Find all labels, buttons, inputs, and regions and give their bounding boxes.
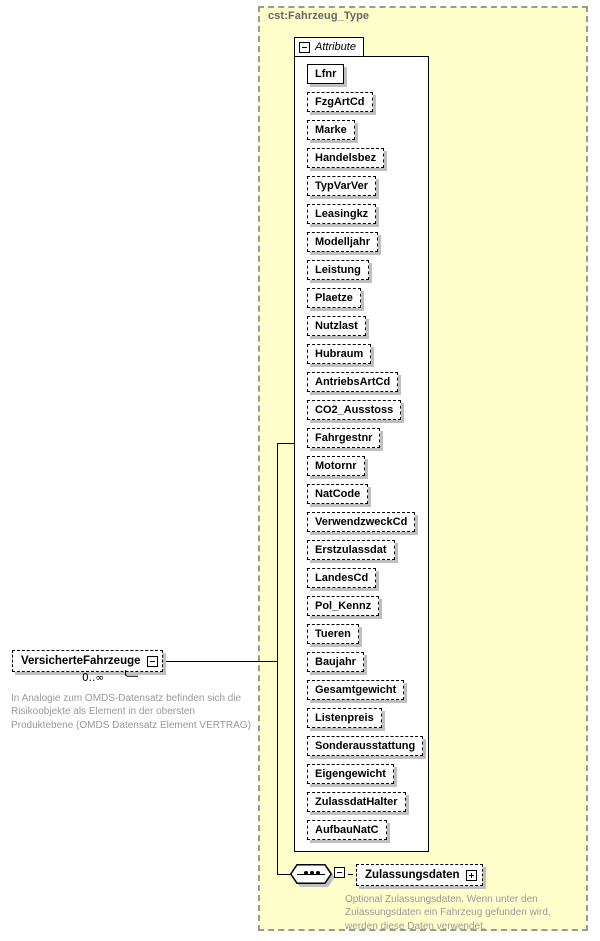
attribute-modelljahr[interactable]: Modelljahr (307, 232, 379, 252)
connector-sequence-to-element (348, 874, 353, 875)
attribute-label: AufbauNatC (315, 824, 379, 836)
attribute-label: Gesamtgewicht (315, 684, 397, 696)
attribute-plaetze[interactable]: Plaetze (307, 288, 361, 308)
connector-trunk-join (277, 661, 278, 662)
attribute-zulassdathalter[interactable]: ZulassdatHalter (307, 792, 406, 812)
attribute-label: Marke (315, 124, 347, 136)
attribute-label: Modelljahr (315, 236, 371, 248)
attribute-label: Sonderausstattung (315, 740, 416, 752)
sequence-icon-dot (316, 871, 320, 875)
attribute-label: Hubraum (315, 348, 364, 360)
attribute-listenpreis[interactable]: Listenpreis (307, 708, 382, 728)
attribute-tueren[interactable]: Tueren (307, 624, 359, 644)
attribute-fahrgestnr[interactable]: Fahrgestnr (307, 428, 381, 448)
attribute-label: CO2_Ausstoss (315, 404, 394, 416)
attribute-erstzulassdat[interactable]: Erstzulassdat (307, 540, 395, 560)
cardinality-bracket-icon (125, 670, 138, 677)
minus-box-icon[interactable] (146, 655, 158, 667)
attribute-motornr[interactable]: Motornr (307, 456, 365, 476)
attribute-gesamtgewicht[interactable]: Gesamtgewicht (307, 680, 405, 700)
attribute-pol_kennz[interactable]: Pol_Kennz (307, 596, 380, 616)
attribute-label: AntriebsArtCd (315, 376, 391, 388)
attribute-label: Plaetze (315, 292, 353, 304)
attribute-label: Fahrgestnr (315, 432, 373, 444)
attribute-hubraum[interactable]: Hubraum (307, 344, 372, 364)
attribute-verwendzweckcd[interactable]: VerwendzweckCd (307, 512, 416, 532)
attribute-co2_ausstoss[interactable]: CO2_Ausstoss (307, 400, 402, 420)
connector-branch-sequence (277, 874, 293, 875)
element-versicherte-fahrzeuge-annotation: In Analogie zum OMDS-Datensatz befinden … (11, 693, 251, 731)
attribute-label: FzgArtCd (315, 96, 365, 108)
attribute-antriebsartcd[interactable]: AntriebsArtCd (307, 372, 399, 392)
attribute-label: Pol_Kennz (315, 600, 372, 612)
attribute-label: Motornr (315, 460, 357, 472)
attribute-sonderausstattung[interactable]: Sonderausstattung (307, 736, 424, 756)
attribute-label: Listenpreis (315, 712, 374, 724)
attribute-label: Eigengewicht (315, 768, 386, 780)
attribute-marke[interactable]: Marke (307, 120, 355, 140)
element-versicherte-fahrzeuge-label: VersicherteFahrzeuge (21, 655, 141, 667)
attribute-leistung[interactable]: Leistung (307, 260, 369, 280)
attribute-landescd[interactable]: LandesCd (307, 568, 377, 588)
sequence-icon-dot (310, 871, 314, 875)
attribute-label: Baujahr (315, 656, 356, 668)
plus-box-icon[interactable] (465, 869, 477, 881)
sequence-icon-outline (290, 864, 332, 884)
complex-type-title: cst:Fahrzeug_Type (268, 10, 370, 22)
attribute-label: Lfnr (315, 68, 337, 80)
connector-root-to-trunk (154, 661, 278, 662)
attribute-label: Leasingkz (315, 208, 369, 220)
attribute-label: Tueren (315, 628, 351, 640)
connector-branch-attribute (277, 443, 295, 444)
element-zulassungsdaten-label: Zulassungsdaten (365, 869, 460, 881)
minus-box-icon[interactable] (334, 867, 345, 878)
attribute-label: TypVarVer (315, 180, 368, 192)
attribute-aufbaunatc[interactable]: AufbauNatC (307, 820, 387, 840)
attribute-natcode[interactable]: NatCode (307, 484, 369, 504)
attribute-label: ZulassdatHalter (315, 796, 398, 808)
attribute-handelsbez[interactable]: Handelsbez (307, 148, 385, 168)
cardinality-label: 0..∞ (82, 672, 105, 684)
attribute-label: VerwendzweckCd (315, 516, 408, 528)
attribute-leasingkz[interactable]: Leasingkz (307, 204, 377, 224)
attribute-label: Handelsbez (315, 152, 377, 164)
attribute-fzgartcd[interactable]: FzgArtCd (307, 92, 373, 112)
connector-vertical-trunk (277, 443, 278, 875)
attribute-baujahr[interactable]: Baujahr (307, 652, 364, 672)
attribute-group-header[interactable]: Attribute (294, 37, 364, 56)
attribute-group-label: Attribute (315, 41, 356, 53)
element-zulassungsdaten-annotation: Optional Zulassungsdaten. Wenn unter den… (345, 894, 551, 932)
attribute-eigengewicht[interactable]: Eigengewicht (307, 764, 394, 784)
attribute-label: Erstzulassdat (315, 544, 387, 556)
attribute-lfnr[interactable]: Lfnr (307, 64, 345, 84)
attribute-label: Leistung (315, 264, 361, 276)
attribute-nutzlast[interactable]: Nutzlast (307, 316, 366, 336)
attribute-label: NatCode (315, 488, 361, 500)
element-versicherte-fahrzeuge[interactable]: VersicherteFahrzeuge (12, 650, 163, 672)
attribute-label: LandesCd (315, 572, 369, 584)
minus-box-icon[interactable] (299, 41, 310, 53)
attribute-typvarver[interactable]: TypVarVer (307, 176, 376, 196)
element-zulassungsdaten[interactable]: Zulassungsdaten (356, 864, 483, 886)
attribute-label: Nutzlast (315, 320, 358, 332)
sequence-icon[interactable] (290, 864, 335, 887)
sequence-icon-dot (304, 871, 308, 875)
